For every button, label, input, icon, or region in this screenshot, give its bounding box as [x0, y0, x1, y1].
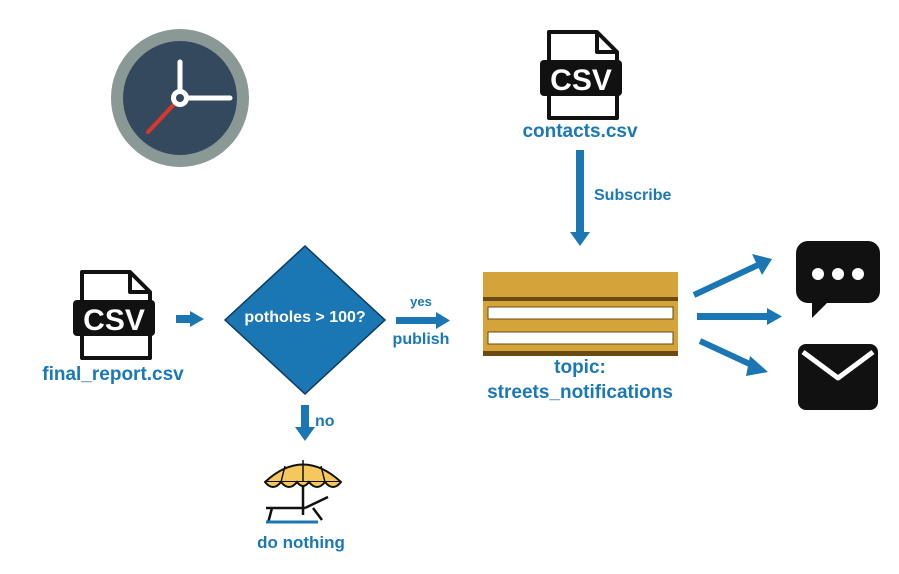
arrow-to-decision [176, 311, 204, 327]
arrow-to-email [698, 338, 768, 376]
csv-badge-text: CSV [83, 304, 145, 337]
do-nothing-label: do nothing [257, 533, 345, 552]
contacts-label: contacts.csv [522, 121, 638, 142]
clock-icon [111, 29, 249, 167]
topic-label-line1: topic: [554, 357, 606, 378]
arrow-yes-publish [396, 312, 450, 329]
yes-label: yes [410, 294, 432, 309]
decision-diamond [223, 244, 387, 396]
chat-bubble-icon [796, 241, 880, 318]
arrow-to-chat [692, 254, 772, 298]
final-report-label: final_report.csv [42, 364, 184, 385]
subscribe-label: Subscribe [594, 187, 672, 204]
no-label: no [315, 413, 335, 430]
decision-question: potholes > 100? [244, 309, 366, 326]
publish-label: publish [392, 331, 450, 348]
csv-badge-text: CSV [550, 64, 612, 97]
topic-label-line2: streets_notifications [487, 382, 673, 403]
beach-umbrella-icon [264, 460, 342, 524]
topic-queue [483, 272, 678, 356]
csv-file-icon: CSV [540, 30, 622, 120]
arrow-no [295, 405, 315, 441]
arrow-subscribe [570, 150, 590, 246]
arrow-to-middle [697, 308, 782, 325]
csv-file-icon: CSV [73, 270, 155, 360]
envelope-icon [798, 344, 878, 410]
